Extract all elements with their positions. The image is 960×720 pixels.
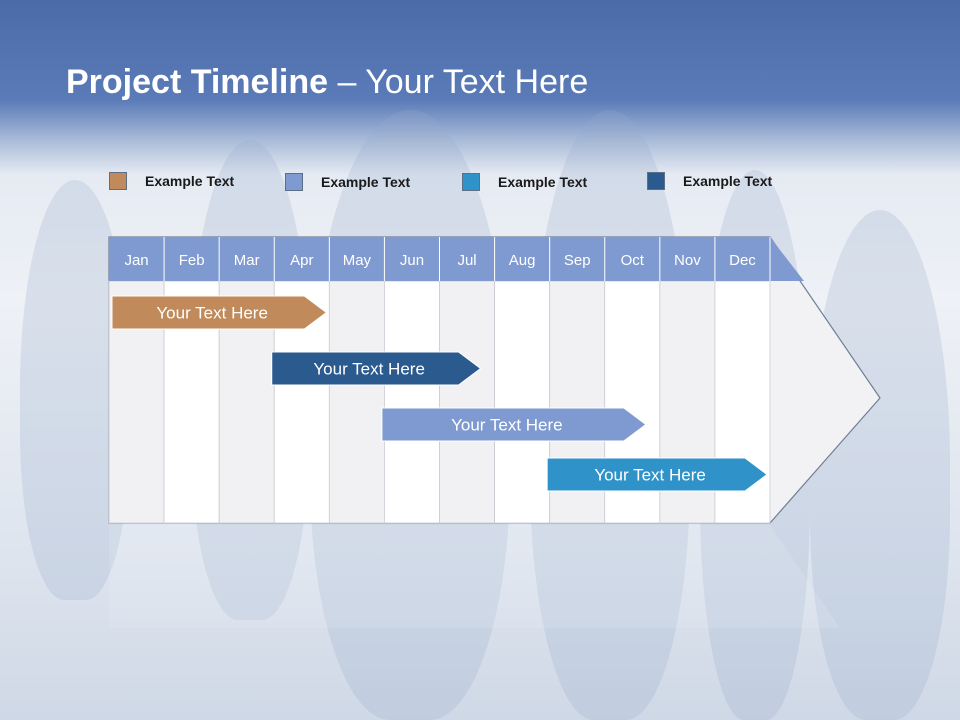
legend-item-1: Example Text [109, 170, 234, 192]
month-label: Sep [564, 252, 591, 269]
legend-label: Example Text [498, 174, 588, 190]
legend-swatch [285, 173, 303, 191]
legend-label: Example Text [683, 173, 773, 189]
task-bar-label: Your Text Here [313, 360, 425, 379]
page-title-rest: – Your Text Here [328, 63, 589, 101]
month-column [328, 280, 385, 524]
background-person [810, 210, 950, 720]
month-label: Oct [621, 252, 645, 269]
month-header-band [109, 237, 804, 281]
month-label: Jan [124, 252, 148, 269]
month-label: Jun [400, 252, 424, 269]
task-bar-label: Your Text Here [156, 304, 268, 323]
arrow-reflection [109, 525, 840, 628]
month-label: Feb [179, 252, 205, 269]
legend-swatch [647, 172, 665, 190]
task-bar [271, 351, 482, 386]
legend-swatch [109, 172, 127, 190]
legend-swatch [462, 173, 480, 191]
legend-label: Example Text [145, 173, 235, 189]
month-label: Nov [674, 252, 701, 269]
month-label: Dec [729, 252, 756, 269]
legend-item-4: Example Text [647, 170, 772, 192]
month-column [439, 280, 495, 524]
month-label: Aug [509, 252, 536, 269]
legend-item-3: Example Text [462, 171, 587, 193]
task-bar [381, 407, 647, 442]
task-bar [546, 457, 768, 492]
page-title: Project Timeline – Your Text Here [66, 60, 588, 104]
task-bar-label: Your Text Here [594, 466, 706, 485]
month-label: Apr [290, 252, 313, 269]
legend-item-2: Example Text [285, 171, 410, 193]
month-label: May [343, 252, 372, 269]
month-column [384, 280, 440, 524]
month-label: Jul [457, 252, 476, 269]
month-label: Mar [234, 252, 260, 269]
page-title-bold: Project Timeline [66, 63, 329, 101]
task-bar [111, 295, 328, 330]
task-bar-label: Your Text Here [451, 416, 563, 435]
legend-label: Example Text [321, 174, 411, 190]
month-column [494, 280, 551, 524]
